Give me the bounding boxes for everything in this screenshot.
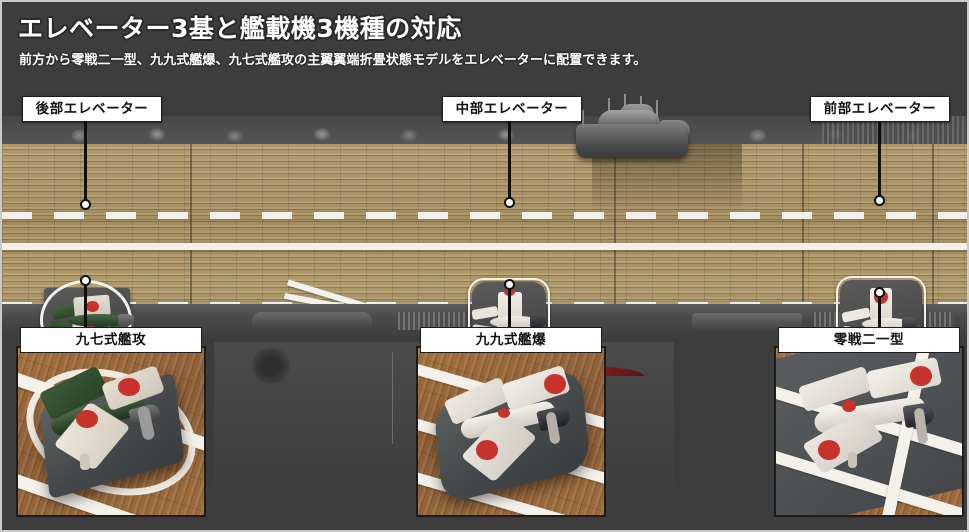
leader-dot-aft-bottom <box>80 275 91 286</box>
leader-dot-aft-top <box>80 199 91 210</box>
page-title: エレベーター3基と艦載機3機種の対応 <box>18 14 462 43</box>
panel-zero-label: 零戦二一型 <box>778 327 960 353</box>
leader-line-forward-top <box>878 120 881 200</box>
leader-line-forward-bottom <box>878 292 881 328</box>
propeller-detail <box>250 348 292 384</box>
leader-line-aft-top <box>84 120 87 204</box>
callout-center-elevator: 中部エレベーター <box>442 96 582 122</box>
leader-dot-center-top <box>504 197 515 208</box>
callout-aft-elevator: 後部エレベーター <box>22 96 162 122</box>
deck-center-line <box>2 243 967 250</box>
leader-dot-forward-top <box>874 195 885 206</box>
rigging-wire <box>392 352 393 444</box>
forward-elevator-highlight-rect <box>836 276 926 342</box>
footer-strip <box>2 517 967 530</box>
leader-dot-forward-bottom <box>874 287 885 298</box>
deck-dashed-line-top <box>2 212 967 219</box>
leader-line-aft-bottom <box>84 280 87 328</box>
leader-line-center-top <box>508 120 511 202</box>
panel-zero[interactable] <box>774 346 964 517</box>
page-subtitle: 前方から零戦二一型、九九式艦爆、九七式艦攻の主翼翼端折畳状態モデルをエレベーター… <box>19 53 647 68</box>
header: エレベーター3基と艦載機3機種の対応 前方から零戦二一型、九九式艦爆、九七式艦攻… <box>2 2 967 80</box>
island-superstructure <box>568 94 696 160</box>
callout-forward-elevator: 前部エレベーター <box>810 96 950 122</box>
panel-type97[interactable] <box>16 346 206 517</box>
panel-type99[interactable] <box>416 346 606 517</box>
deck-edge-equipment <box>2 120 967 146</box>
leader-line-center-bottom <box>508 284 511 328</box>
leader-dot-center-bottom <box>504 279 515 290</box>
panel-type99-label: 九九式艦爆 <box>420 327 602 353</box>
panel-type97-label: 九七式艦攻 <box>20 327 202 353</box>
